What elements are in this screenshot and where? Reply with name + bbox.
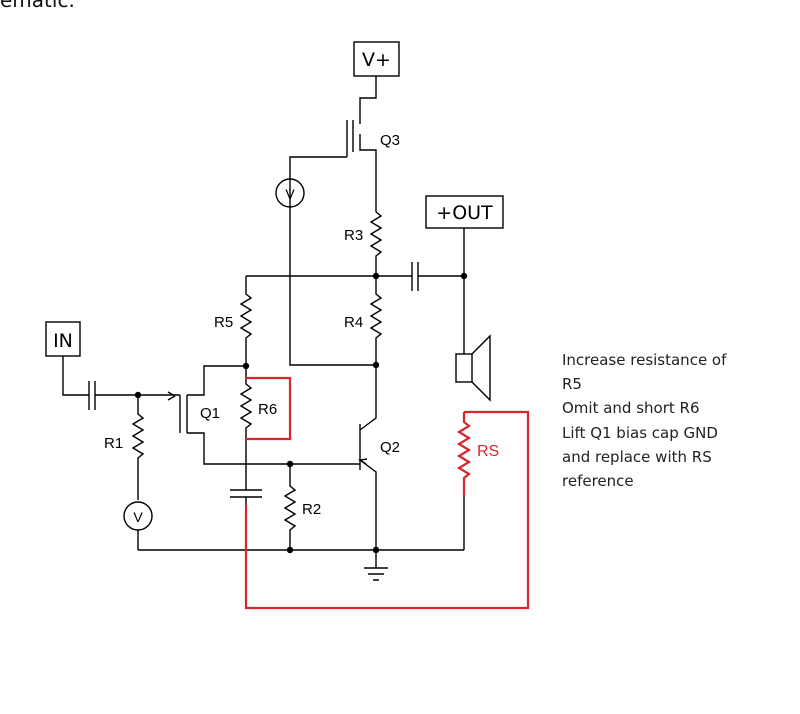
resistor-r4: R4 xyxy=(344,276,383,365)
junction-dots xyxy=(134,272,468,554)
resistor-r1: R1 xyxy=(104,395,145,500)
note-line: and replace with RS xyxy=(562,447,712,466)
voltmeter-bottom: V xyxy=(123,501,153,550)
supply-port: V+ xyxy=(353,41,400,77)
resistor-rs: RS xyxy=(244,410,530,610)
svg-text:R6: R6 xyxy=(258,401,277,418)
modification-notes: Increase resistance of R5 Omit and short… xyxy=(562,348,772,493)
svg-text:Q1: Q1 xyxy=(200,405,220,422)
output-capacitor xyxy=(246,262,464,291)
voltmeter-top: V xyxy=(275,178,305,208)
output-port: +OUT xyxy=(425,195,504,354)
svg-text:Q3: Q3 xyxy=(380,132,400,149)
input-port: IN xyxy=(45,321,89,396)
transistor-q1: Q1 xyxy=(167,365,360,465)
speaker-icon xyxy=(455,334,491,402)
svg-text:V: V xyxy=(285,186,295,202)
ground-rail xyxy=(138,496,465,568)
svg-text:R5: R5 xyxy=(214,314,233,331)
svg-text:Q2: Q2 xyxy=(380,439,400,456)
input-capacitor xyxy=(88,381,180,410)
svg-text:R2: R2 xyxy=(302,501,321,518)
resistor-r5: R5 xyxy=(214,276,253,366)
ground-icon xyxy=(364,567,388,581)
note-line: R5 xyxy=(562,375,582,394)
bias-capacitor xyxy=(230,489,262,505)
note-line: reference xyxy=(562,472,634,491)
resistor-r3: R3 xyxy=(344,211,383,276)
r6-short-wire xyxy=(246,376,292,441)
svg-text:RS: RS xyxy=(477,443,499,460)
note-line: Omit and short R6 xyxy=(562,399,700,418)
svg-text:IN: IN xyxy=(53,330,73,352)
note-line: Increase resistance of xyxy=(562,351,727,369)
note-line: Lift Q1 bias cap GND xyxy=(562,423,718,442)
transistor-q2: Q2 xyxy=(358,365,400,550)
page-heading-fragment: ematic. xyxy=(0,0,75,12)
svg-text:+OUT: +OUT xyxy=(436,202,493,224)
svg-text:R4: R4 xyxy=(344,314,363,331)
svg-text:V: V xyxy=(133,509,143,525)
transistor-q3: Q3 xyxy=(289,76,400,366)
svg-text:R3: R3 xyxy=(344,227,363,244)
resistor-r6: R6 xyxy=(239,366,277,490)
svg-text:V+: V+ xyxy=(362,49,391,71)
resistor-r2: R2 xyxy=(283,464,321,550)
svg-text:R1: R1 xyxy=(104,435,123,452)
